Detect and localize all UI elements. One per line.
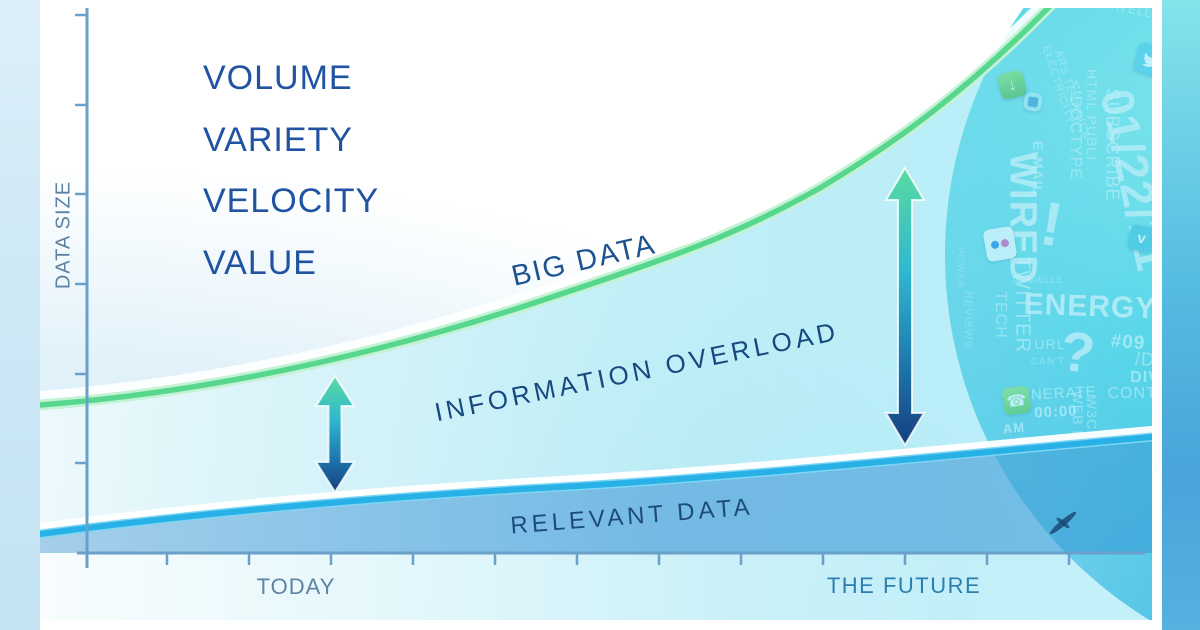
v-word-variety: VARIETY	[203, 120, 353, 159]
relevant-data-curve	[40, 426, 1152, 539]
x-tick-label-today: TODAY	[256, 574, 336, 599]
background-left-strip	[0, 0, 40, 630]
image-card: WIRED TWITTER TECH ENERGY ? URL CAN'T SU…	[40, 0, 1162, 630]
background-right-strip	[1162, 0, 1200, 630]
x-axis-ticks	[165, 553, 1071, 565]
y-axis-ticks	[75, 13, 87, 465]
below-axis-strip	[40, 553, 1152, 620]
v-word-velocity: VELOCITY	[203, 182, 380, 220]
big-data-graphic: WIRED TWITTER TECH ENERGY ? URL CAN'T SU…	[40, 8, 1152, 620]
v-word-volume: VOLUME	[203, 59, 353, 97]
four-v-list: VOLUME VARIETY VELOCITY VALUE	[203, 48, 379, 294]
axes	[77, 8, 1145, 568]
gap-arrow-left	[314, 374, 356, 494]
plane-silhouette	[1049, 511, 1077, 535]
v-word-value: VALUE	[203, 243, 317, 282]
chart-canvas	[40, 8, 1152, 620]
big-data-curve	[40, 8, 1056, 411]
y-axis-title: DATA SIZE	[52, 180, 75, 290]
x-tick-label-future: THE FUTURE	[826, 573, 982, 598]
gap-arrow-right	[884, 166, 926, 447]
